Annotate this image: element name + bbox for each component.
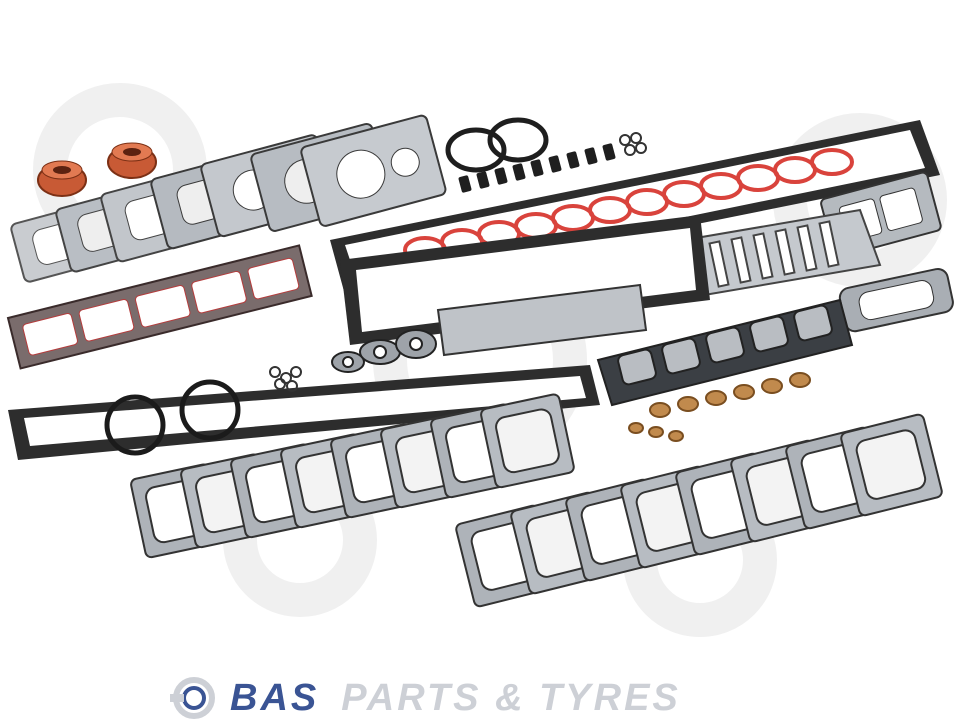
manifold-gaskets — [6, 244, 313, 370]
lower-gasket-stack-right — [455, 413, 943, 608]
head-gasket-stack — [10, 114, 447, 283]
red-o-rings — [403, 148, 854, 264]
bas-logo-icon — [170, 677, 215, 719]
rubber-plugs — [458, 143, 616, 193]
company-logo: BAS PARTS & TYRES — [168, 676, 681, 720]
small-flange-gaskets — [331, 329, 437, 373]
small-o-rings — [619, 132, 647, 156]
valve-stem-seals — [37, 142, 157, 197]
logo-brand-text: BAS — [230, 677, 320, 719]
injector-copper-washers — [628, 372, 811, 442]
lower-gasket-stack-left — [130, 393, 575, 559]
large-o-rings — [445, 117, 549, 173]
intake-gaskets — [653, 208, 882, 302]
logo-tagline-text: PARTS & TYRES — [341, 677, 681, 719]
round-flange-gaskets — [104, 379, 241, 456]
washer-cluster — [269, 366, 302, 392]
oil-pan-gasket — [340, 215, 710, 357]
exhaust-port-gaskets — [596, 298, 854, 407]
